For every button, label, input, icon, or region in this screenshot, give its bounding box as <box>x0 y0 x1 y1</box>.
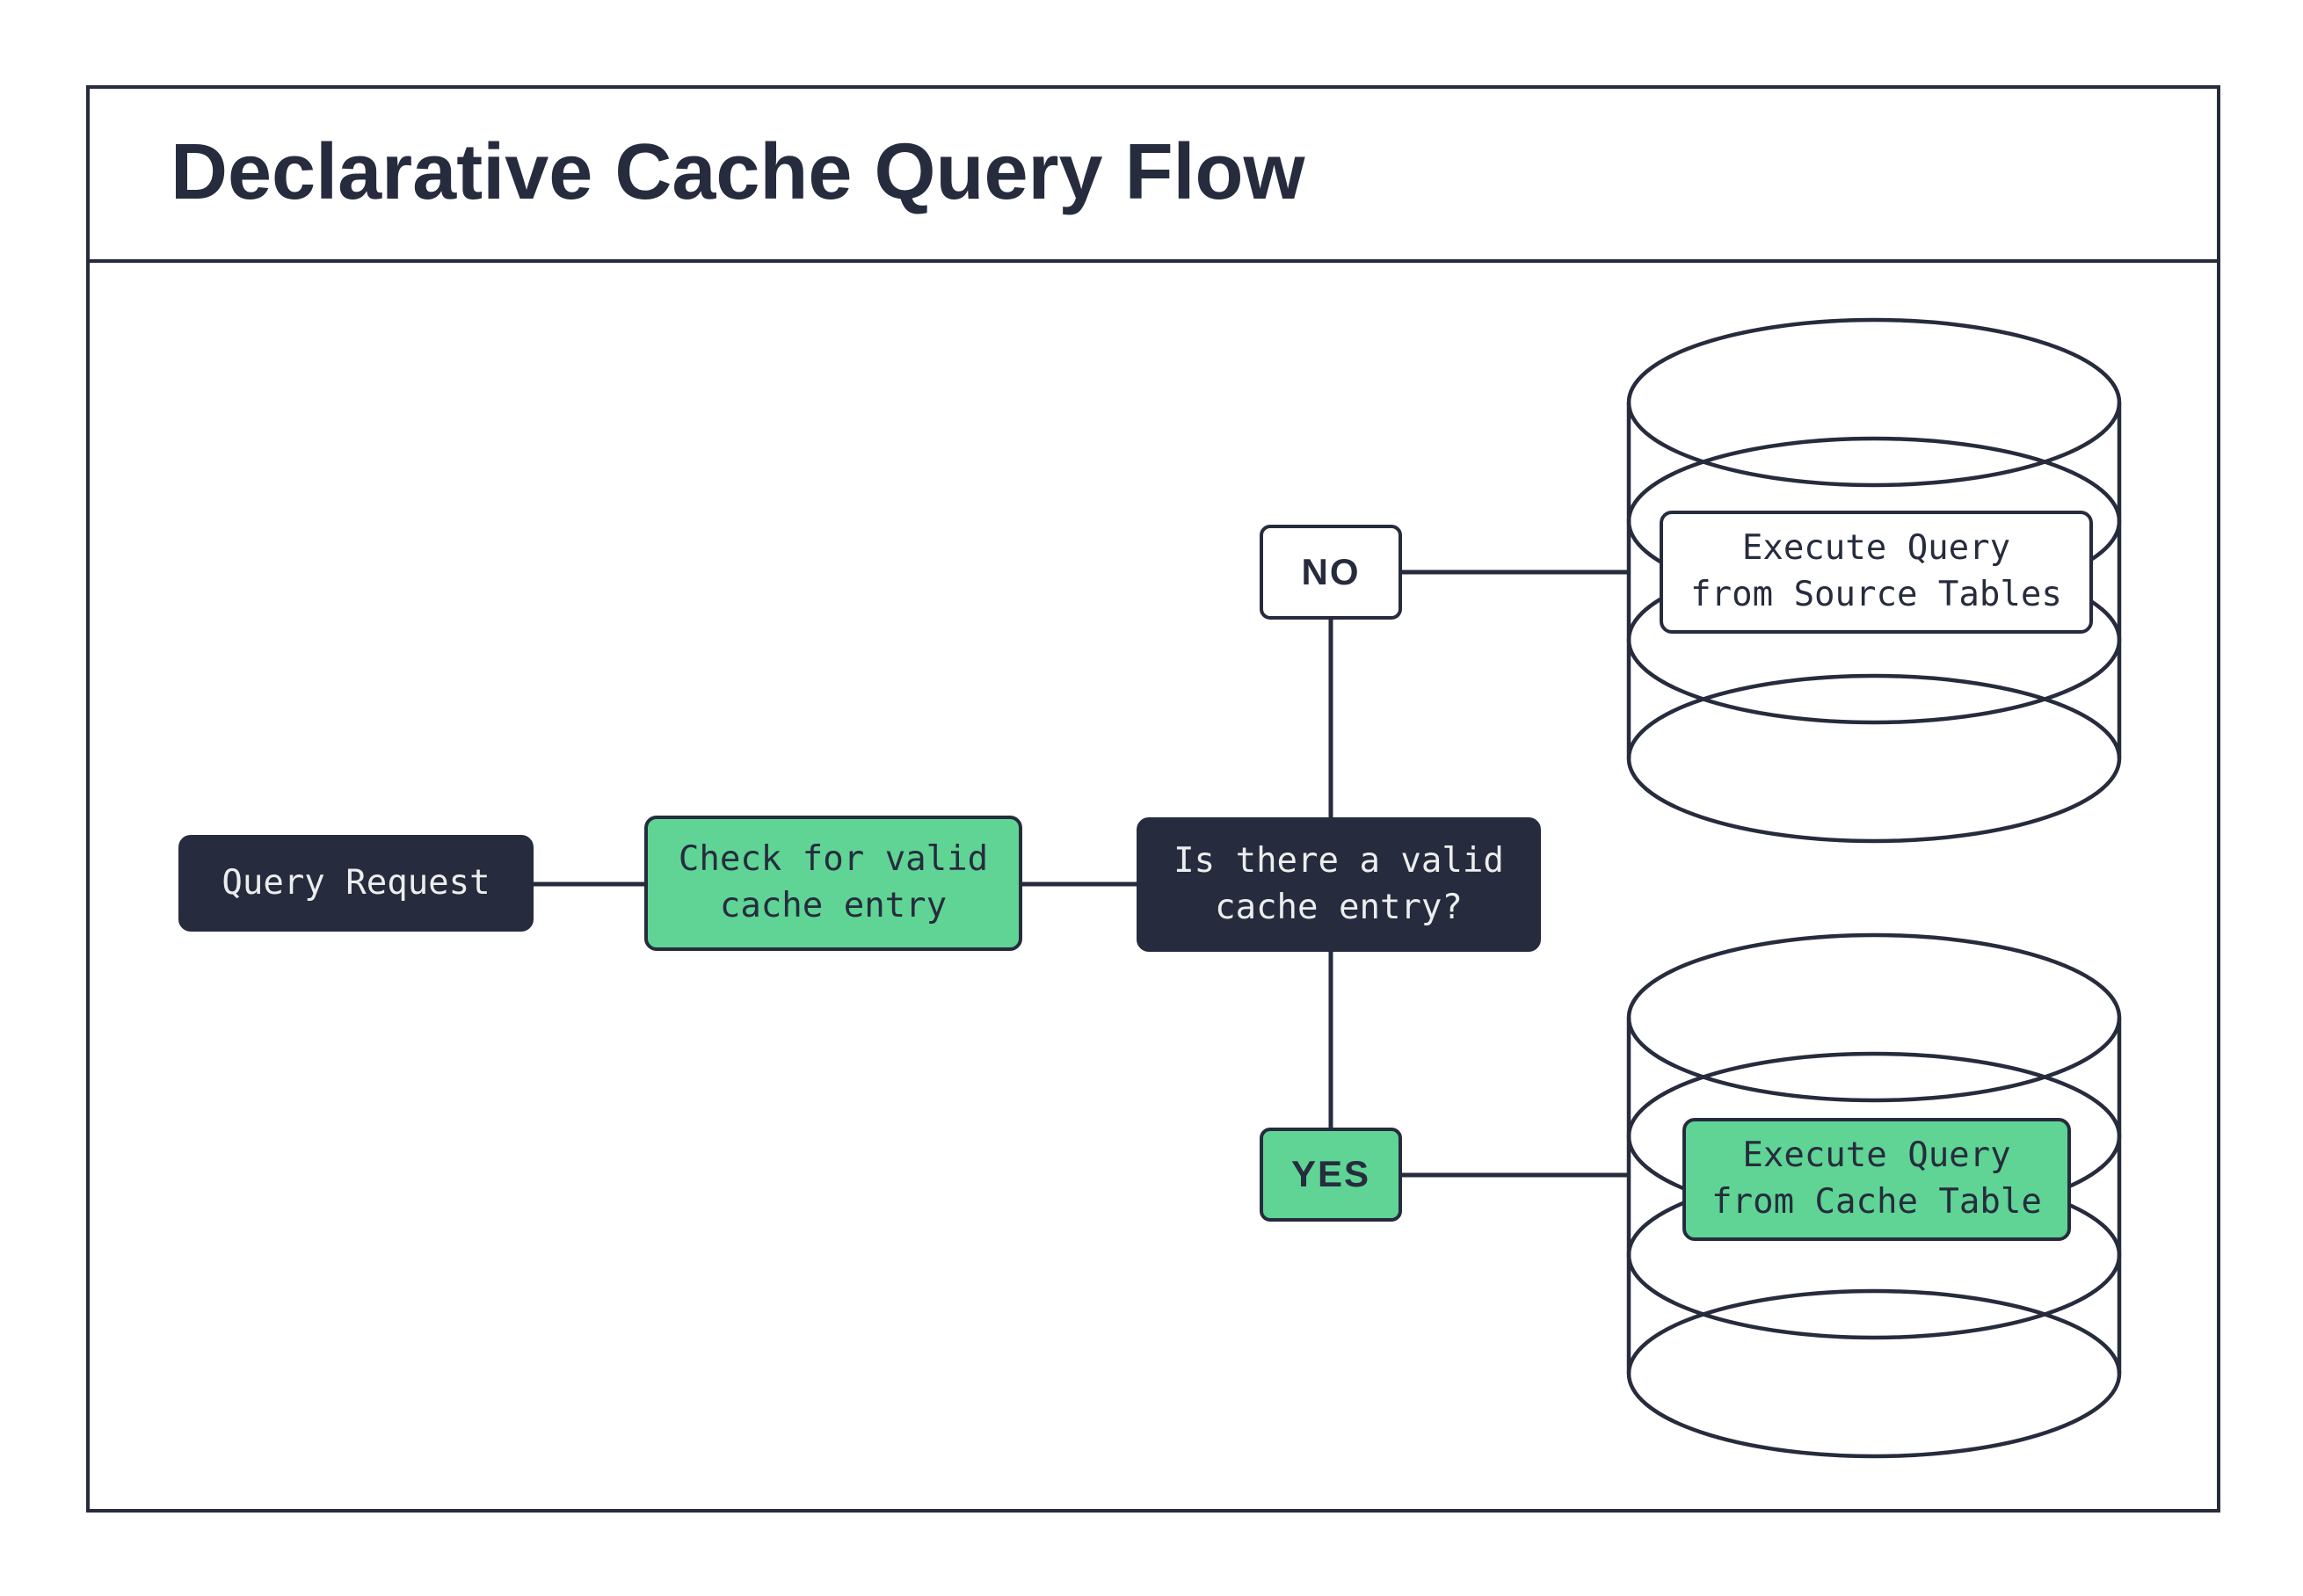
node-execute-query-cache-table: Execute Query from Cache Table <box>1682 1118 2071 1241</box>
diagram-header: Declarative Cache Query Flow <box>86 85 2220 263</box>
branch-label-no-text: NO <box>1301 550 1361 592</box>
branch-label-yes-text: YES <box>1290 1153 1371 1195</box>
node-execute-query-cache-table-label: Execute Query from Cache Table <box>1711 1135 2042 1222</box>
page-title: Declarative Cache Query Flow <box>171 127 1305 216</box>
node-valid-cache-decision: Is there a valid cache entry? <box>1137 817 1541 952</box>
node-check-cache-entry: Check for valid cache entry <box>644 816 1022 951</box>
node-valid-cache-decision-label: Is there a valid cache entry? <box>1173 840 1504 927</box>
node-execute-query-source-tables: Execute Query from Source Tables <box>1660 511 2093 634</box>
node-query-request: Query Request <box>178 835 534 932</box>
node-check-cache-entry-label: Check for valid cache entry <box>678 839 989 925</box>
node-execute-query-source-tables-label: Execute Query from Source Tables <box>1690 528 2062 614</box>
diagram-frame <box>86 85 2220 1513</box>
cache-database-icon <box>1626 932 2122 1459</box>
branch-label-no: NO <box>1260 525 1402 620</box>
node-query-request-label: Query Request <box>222 862 490 903</box>
branch-label-yes: YES <box>1260 1128 1402 1222</box>
